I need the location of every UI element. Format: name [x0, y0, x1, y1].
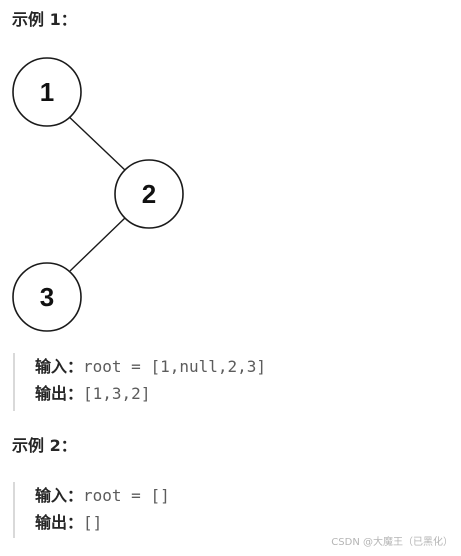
binary-tree-diagram: 1 2 3	[0, 55, 200, 345]
input-value: root = []	[83, 486, 170, 505]
tree-node-3-label: 3	[40, 282, 54, 312]
example-2-io-block: 输入：root = [] 输出：[]	[13, 482, 433, 538]
output-value: [1,3,2]	[83, 384, 151, 403]
example-1-output-line: 输出：[1,3,2]	[35, 380, 433, 407]
example-1-heading: 示例 1：	[12, 10, 77, 29]
example-1-io-block: 输入：root = [1,null,2,3] 输出：[1,3,2]	[13, 353, 433, 411]
output-label: 输出：	[35, 513, 84, 532]
output-value: []	[83, 513, 103, 532]
output-label: 输出：	[35, 384, 84, 403]
tree-node-1-label: 1	[40, 77, 54, 107]
input-value: root = [1,null,2,3]	[83, 357, 267, 376]
tree-edge-1-2	[64, 112, 127, 172]
tree-edge-2-3	[69, 216, 127, 272]
input-label: 输入：	[35, 486, 84, 505]
example-1-input-line: 输入：root = [1,null,2,3]	[35, 353, 433, 380]
csdn-watermark: CSDN @大魔王（已黑化）	[331, 537, 453, 548]
example-2-input-line: 输入：root = []	[35, 482, 433, 509]
example-2-heading: 示例 2：	[12, 436, 77, 455]
tree-node-1: 1	[12, 57, 82, 127]
example-2-output-line: 输出：[]	[35, 509, 433, 536]
input-label: 输入：	[35, 357, 84, 376]
tree-node-3: 3	[12, 262, 82, 332]
tree-node-2: 2	[114, 159, 184, 229]
tree-node-2-label: 2	[142, 179, 156, 209]
